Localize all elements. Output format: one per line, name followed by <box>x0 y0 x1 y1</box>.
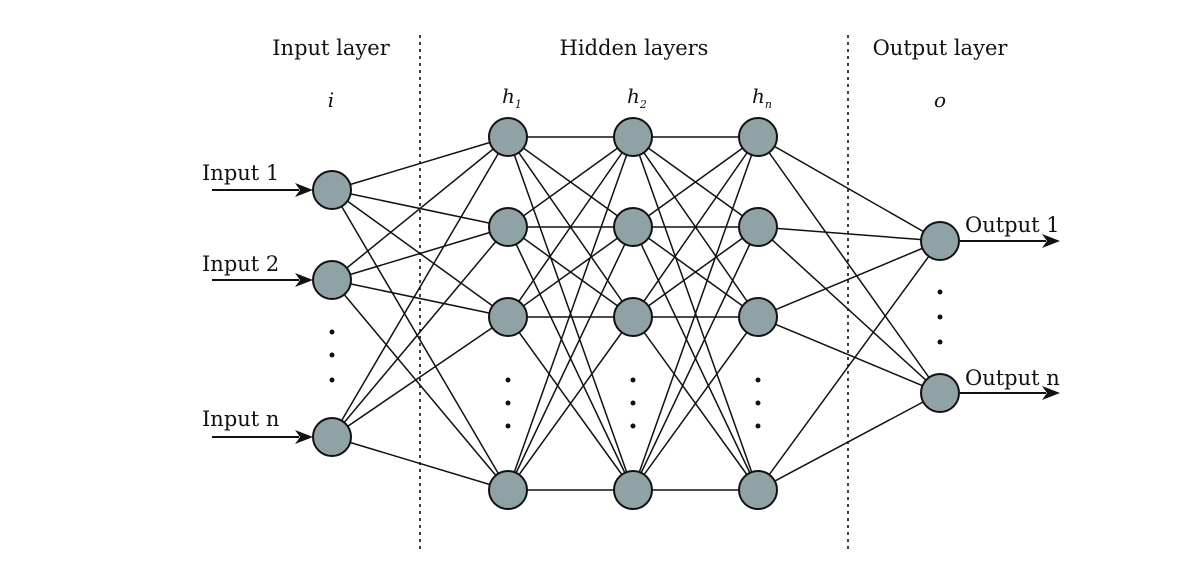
connection-edge <box>632 316 759 491</box>
connection-edge <box>331 316 509 438</box>
connection-edge <box>632 136 759 318</box>
hidden-n-node <box>738 470 778 510</box>
connection-edge <box>757 226 941 394</box>
hidden-symbol-1: h1 <box>502 84 522 111</box>
connection-edge <box>331 136 509 281</box>
input-label-2: Input 2 <box>202 252 279 276</box>
hidden-layers-title: Hidden layers <box>560 36 709 60</box>
ellipsis-dot <box>630 423 636 429</box>
connection-edge <box>632 136 759 228</box>
ellipsis-dot <box>937 339 943 345</box>
hidden-1-node <box>488 117 528 157</box>
hidden-1-node <box>488 207 528 247</box>
connection-edge <box>331 189 509 491</box>
input-node <box>312 260 352 300</box>
connection-edge <box>507 226 634 491</box>
connection-edge <box>632 226 759 318</box>
ellipsis-dots <box>329 289 943 429</box>
output-layer-symbol: o <box>934 88 946 112</box>
input-layer-symbol: i <box>328 88 334 112</box>
ellipsis-dot <box>329 329 335 335</box>
connection-edge <box>757 136 941 394</box>
hidden-2-node <box>613 207 653 247</box>
output-node <box>920 373 960 413</box>
hidden-symbol-n: hn <box>752 84 772 111</box>
ellipsis-dot <box>630 377 636 383</box>
connections <box>331 136 941 491</box>
hidden-symbol-2: h2 <box>627 84 647 111</box>
ellipsis-dot <box>505 423 511 429</box>
hidden-2-node <box>613 117 653 157</box>
input-layer-title: Input layer <box>272 36 390 60</box>
ellipsis-dot <box>755 377 761 383</box>
output-label-1: Output 1 <box>965 213 1060 237</box>
hidden-2-node <box>613 297 653 337</box>
output-arrow-1-arrowhead-icon <box>1042 234 1060 248</box>
connection-edge <box>507 136 634 318</box>
connection-edge <box>757 240 941 318</box>
ellipsis-dot <box>937 314 943 320</box>
ellipsis-dot <box>755 423 761 429</box>
hidden-n-node <box>738 207 778 247</box>
connection-edge <box>632 136 759 491</box>
hidden-1-node <box>488 470 528 510</box>
hidden-n-node <box>738 297 778 337</box>
ellipsis-dot <box>329 377 335 383</box>
connection-edge <box>757 226 941 242</box>
ellipsis-dot <box>329 352 335 358</box>
ellipsis-dot <box>937 289 943 295</box>
input-arrow-1-arrowhead-icon <box>295 183 313 197</box>
output-layer-title: Output layer <box>873 36 1009 60</box>
hidden-2-node <box>613 470 653 510</box>
output-node <box>920 221 960 261</box>
output-arrow-n-arrowhead-icon <box>1042 386 1060 400</box>
arrows <box>212 183 1060 444</box>
connection-edge <box>507 136 634 491</box>
input-label-1: Input 1 <box>202 161 279 185</box>
connection-edge <box>331 279 509 318</box>
hidden-1-node <box>488 297 528 337</box>
connection-edge <box>757 316 941 394</box>
ellipsis-dot <box>505 377 511 383</box>
input-node <box>312 417 352 457</box>
input-arrow-n-arrowhead-icon <box>295 430 313 444</box>
connection-edge <box>757 392 941 491</box>
hidden-n-node <box>738 117 778 157</box>
ellipsis-dot <box>505 400 511 406</box>
output-label-n: Output n <box>965 366 1060 390</box>
connection-edge <box>757 136 941 242</box>
connection-edge <box>507 226 634 318</box>
connection-edge <box>757 240 941 491</box>
connection-edge <box>507 316 634 491</box>
input-node <box>312 170 352 210</box>
input-arrow-2-arrowhead-icon <box>295 273 313 287</box>
connection-edge <box>632 226 759 491</box>
nodes <box>312 117 960 510</box>
ellipsis-dot <box>755 400 761 406</box>
input-label-n: Input n <box>202 407 279 431</box>
connection-edge <box>507 136 634 228</box>
ellipsis-dot <box>630 400 636 406</box>
